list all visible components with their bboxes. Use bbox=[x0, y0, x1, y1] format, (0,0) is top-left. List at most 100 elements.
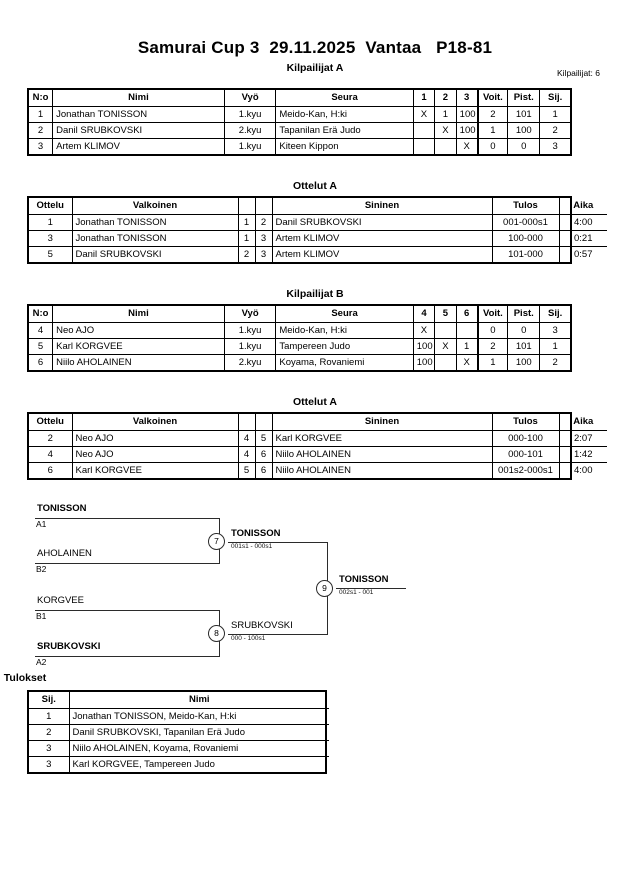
col-matrix-4: 4 bbox=[412, 306, 436, 323]
cell-matrix-1: X bbox=[434, 121, 457, 139]
cell-result-sij: 2 bbox=[29, 723, 70, 741]
cell-tulos: 001s2-000s1 bbox=[491, 461, 560, 478]
cell-no: 6 bbox=[29, 353, 54, 370]
col-sininen: Sininen bbox=[271, 414, 493, 431]
cell-result-nimi: Niilo AHOLAINEN, Koyama, Rovaniemi bbox=[68, 739, 329, 757]
bracket-match-8-score: 000 - 100s1 bbox=[231, 635, 266, 642]
cell-vyo: 1.kyu bbox=[223, 105, 277, 123]
cell-result-nimi: Karl KORGVEE, Tampereen Judo bbox=[68, 755, 329, 772]
bracket-line-entry-1 bbox=[35, 563, 220, 564]
col-seura: Seura bbox=[275, 90, 414, 107]
cell-num-blue: 6 bbox=[254, 445, 273, 463]
cell-sij: 1 bbox=[539, 105, 570, 123]
bracket-line-entry-0 bbox=[35, 518, 220, 519]
matches-b-header-row: Ottelu Valkoinen Sininen Tulos Aika bbox=[29, 414, 607, 431]
cell-result-sij: 1 bbox=[29, 707, 70, 725]
col-seura: Seura bbox=[275, 306, 414, 323]
cell-valkoinen: Jonathan TONISSON bbox=[71, 229, 239, 247]
bracket-line-match-7 bbox=[228, 542, 328, 543]
cell-valkoinen: Danil SRUBKOVSKI bbox=[71, 245, 239, 262]
cell-vyo: 2.kyu bbox=[223, 121, 277, 139]
cell-aika: 0:57 bbox=[558, 245, 607, 262]
cell-valkoinen: Karl KORGVEE bbox=[71, 461, 239, 478]
cell-aika: 0:21 bbox=[558, 229, 607, 247]
cell-matrix-1: X bbox=[434, 337, 457, 355]
cell-num-white: 4 bbox=[237, 429, 256, 447]
cell-nimi: Neo AJO bbox=[52, 321, 225, 339]
col-aika: Aika bbox=[558, 198, 607, 215]
col-valkoinen: Valkoinen bbox=[71, 414, 239, 431]
col-pist: Pist. bbox=[507, 90, 541, 107]
cell-seura: Tampereen Judo bbox=[275, 337, 414, 355]
cell-nimi: Jonathan TONISSON bbox=[52, 105, 225, 123]
cell-matrix-1 bbox=[434, 353, 457, 370]
pool-b-header-row: N:o Nimi Vyö Seura 4 5 6 Voit. Pist. Sij… bbox=[29, 306, 570, 323]
col-matrix-5: 5 bbox=[434, 306, 457, 323]
cell-ottelu: 2 bbox=[29, 429, 73, 447]
cell-seura: Koyama, Rovaniemi bbox=[275, 353, 414, 370]
cell-pist: 100 bbox=[507, 121, 541, 139]
bracket-match-9-winner: TONISSON bbox=[339, 574, 389, 585]
cell-num-blue: 2 bbox=[254, 213, 273, 231]
col-pist: Pist. bbox=[507, 306, 541, 323]
cell-tulos: 100-000 bbox=[491, 229, 560, 247]
col-tulos: Tulos bbox=[491, 414, 560, 431]
cell-tulos: 000-100 bbox=[491, 429, 560, 447]
col-sij: Sij. bbox=[539, 306, 570, 323]
cell-matrix-0: 100 bbox=[412, 337, 436, 355]
cell-result-nimi: Danil SRUBKOVSKI, Tapanilan Erä Judo bbox=[68, 723, 329, 741]
cell-no: 1 bbox=[29, 105, 54, 123]
cell-no: 4 bbox=[29, 321, 54, 339]
cell-matrix-0 bbox=[412, 121, 436, 139]
col-vyo: Vyö bbox=[223, 90, 277, 107]
col-ottelu: Ottelu bbox=[29, 198, 73, 215]
pool-a-grid: N:o Nimi Vyö Seura 1 2 3 Voit. Pist. Sij… bbox=[29, 90, 570, 154]
col-no: N:o bbox=[29, 90, 54, 107]
page-title: Samurai Cup 3 29.11.2025 Vantaa P18-81 bbox=[137, 38, 493, 57]
col-matrix-2: 2 bbox=[434, 90, 457, 107]
cell-seura: Kiteen Kippon bbox=[275, 137, 414, 154]
col-num-white bbox=[237, 414, 256, 431]
cell-matrix-2: X bbox=[455, 353, 479, 370]
bracket-match-7-score: 001s1 - 000s1 bbox=[231, 543, 273, 550]
col-matrix-1: 1 bbox=[412, 90, 436, 107]
cell-matrix-0: X bbox=[412, 321, 436, 339]
cell-result-sij: 3 bbox=[29, 755, 70, 772]
bracket-line-match-8 bbox=[228, 634, 328, 635]
cell-ottelu: 5 bbox=[29, 245, 73, 262]
col-matrix-3: 3 bbox=[455, 90, 479, 107]
col-num-white bbox=[237, 198, 256, 215]
bracket-entry-seed-3: A2 bbox=[36, 657, 47, 667]
cell-seura: Meido-Kan, H:ki bbox=[275, 105, 414, 123]
cell-pist: 0 bbox=[507, 137, 541, 154]
cell-no: 2 bbox=[29, 121, 54, 139]
col-voit: Voit. bbox=[476, 90, 509, 107]
bracket-entry-name-2: KORGVEE bbox=[37, 595, 84, 606]
cell-sininen: Artem KLIMOV bbox=[271, 245, 493, 262]
cell-nimi: Danil SRUBKOVSKI bbox=[52, 121, 225, 139]
cell-sininen: Karl KORGVEE bbox=[271, 429, 493, 447]
cell-sininen: Niilo AHOLAINEN bbox=[271, 461, 493, 478]
col-nimi: Nimi bbox=[52, 306, 225, 323]
cell-pist: 100 bbox=[507, 353, 541, 370]
cell-pist: 101 bbox=[507, 105, 541, 123]
cell-aika: 2:07 bbox=[558, 429, 607, 447]
results-header-row: Sij. Nimi bbox=[29, 692, 329, 709]
cell-sininen: Artem KLIMOV bbox=[271, 229, 493, 247]
cell-sininen: Danil SRUBKOVSKI bbox=[271, 213, 493, 231]
